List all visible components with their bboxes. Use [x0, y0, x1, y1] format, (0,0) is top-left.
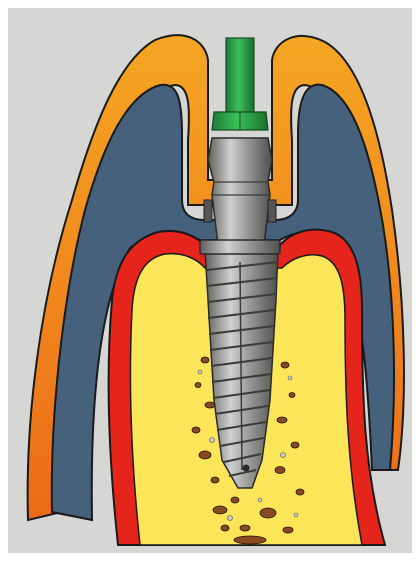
implant-illustration	[0, 0, 420, 561]
figure-canvas	[0, 0, 420, 561]
